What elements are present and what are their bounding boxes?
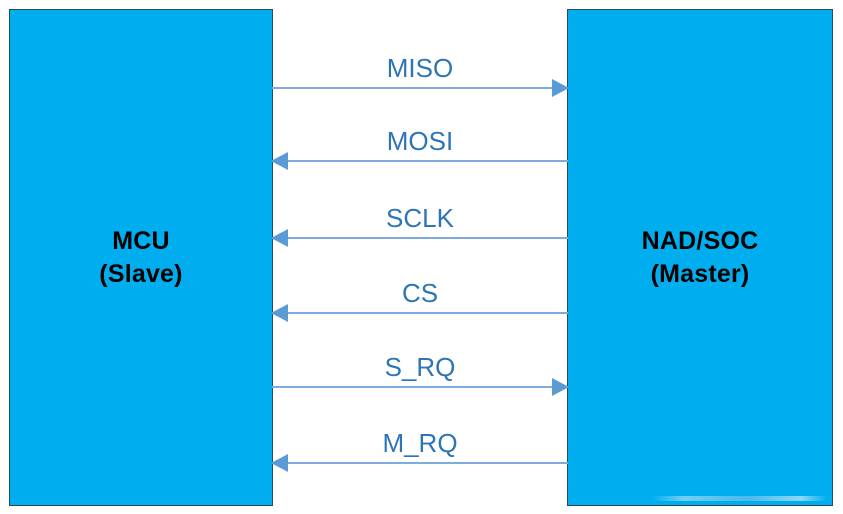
arrow-right-icon	[552, 79, 569, 97]
link-miso-line	[272, 87, 568, 89]
link-cs-line	[272, 312, 568, 314]
link-mosi-label: MOSI	[386, 126, 454, 156]
node-nad-soc-role: (Master)	[650, 259, 750, 288]
node-nad-soc-title: NAD/SOC	[641, 226, 759, 255]
link-sclk-line	[272, 237, 568, 239]
node-mcu-role: (Slave)	[99, 259, 183, 288]
arrow-left-icon	[271, 304, 288, 322]
node-mcu[interactable]: MCU (Slave)	[9, 9, 273, 506]
link-s-rq-label: S_RQ	[384, 352, 456, 382]
node-nad-soc[interactable]: NAD/SOC (Master)	[567, 9, 833, 506]
link-miso-label: MISO	[386, 53, 454, 83]
arrow-right-icon	[552, 378, 569, 396]
link-cs-label: CS	[401, 278, 439, 308]
link-s-rq-line	[272, 386, 568, 388]
link-sclk-label: SCLK	[386, 203, 454, 233]
arrow-left-icon	[271, 454, 288, 472]
link-m-rq-line	[272, 462, 568, 464]
arrow-left-icon	[271, 152, 288, 170]
link-m-rq-label: M_RQ	[382, 428, 458, 458]
node-mcu-title: MCU	[112, 226, 170, 255]
arrow-left-icon	[271, 229, 288, 247]
link-mosi-line	[272, 160, 568, 162]
